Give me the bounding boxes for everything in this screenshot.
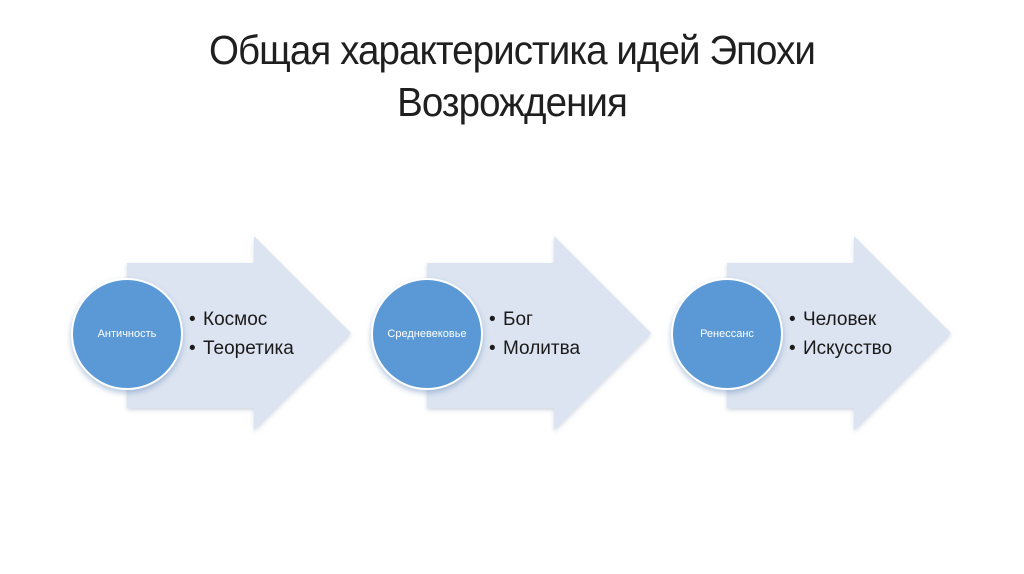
step-bullets: • Человек • Искусство: [789, 305, 892, 363]
slide-title-text: Общая характеристика идей Эпохи Возрожде…: [208, 27, 816, 125]
bullet-dot: •: [789, 338, 796, 359]
step-bullets: • Космос • Теоретика: [189, 305, 294, 363]
step-bullets: • Бог • Молитва: [489, 305, 580, 363]
process-step-2: Средневековье • Бог • Молитва: [371, 232, 651, 432]
process-step-1: Античность • Космос • Теоретика: [71, 232, 351, 432]
bullet-dot: •: [189, 338, 196, 359]
bullet-text: Бог: [503, 309, 533, 330]
bullet-dot: •: [489, 338, 496, 359]
step-label: Античность: [97, 327, 157, 340]
bullet-text: Космос: [203, 309, 268, 330]
arrow-shape: [727, 236, 951, 430]
bullet-item: • Человек: [789, 305, 892, 334]
arrow-shape: [427, 236, 651, 430]
step-circle: Ренессанс: [671, 278, 783, 390]
arrow-shape: [127, 236, 351, 430]
step-label: Средневековье: [387, 327, 467, 340]
step-label: Ренессанс: [700, 327, 754, 340]
bullet-text: Искусство: [803, 338, 893, 359]
bullet-text: Теоретика: [203, 338, 294, 359]
bullet-dot: •: [489, 309, 496, 330]
bullet-text: Молитва: [503, 338, 581, 359]
bullet-item: • Молитва: [489, 334, 580, 363]
bullet-text: Человек: [803, 309, 877, 330]
step-circle: Античность: [71, 278, 183, 390]
bullet-dot: •: [189, 309, 196, 330]
bullet-item: • Теоретика: [189, 334, 294, 363]
step-circle: Средневековье: [371, 278, 483, 390]
bullet-item: • Космос: [189, 305, 294, 334]
bullet-item: • Искусство: [789, 334, 892, 363]
process-step-3: Ренессанс • Человек • Искусство: [671, 232, 951, 432]
slide-title: Общая характеристика идей Эпохи Возрожде…: [0, 24, 1024, 128]
bullet-item: • Бог: [489, 305, 580, 334]
bullet-dot: •: [789, 309, 796, 330]
